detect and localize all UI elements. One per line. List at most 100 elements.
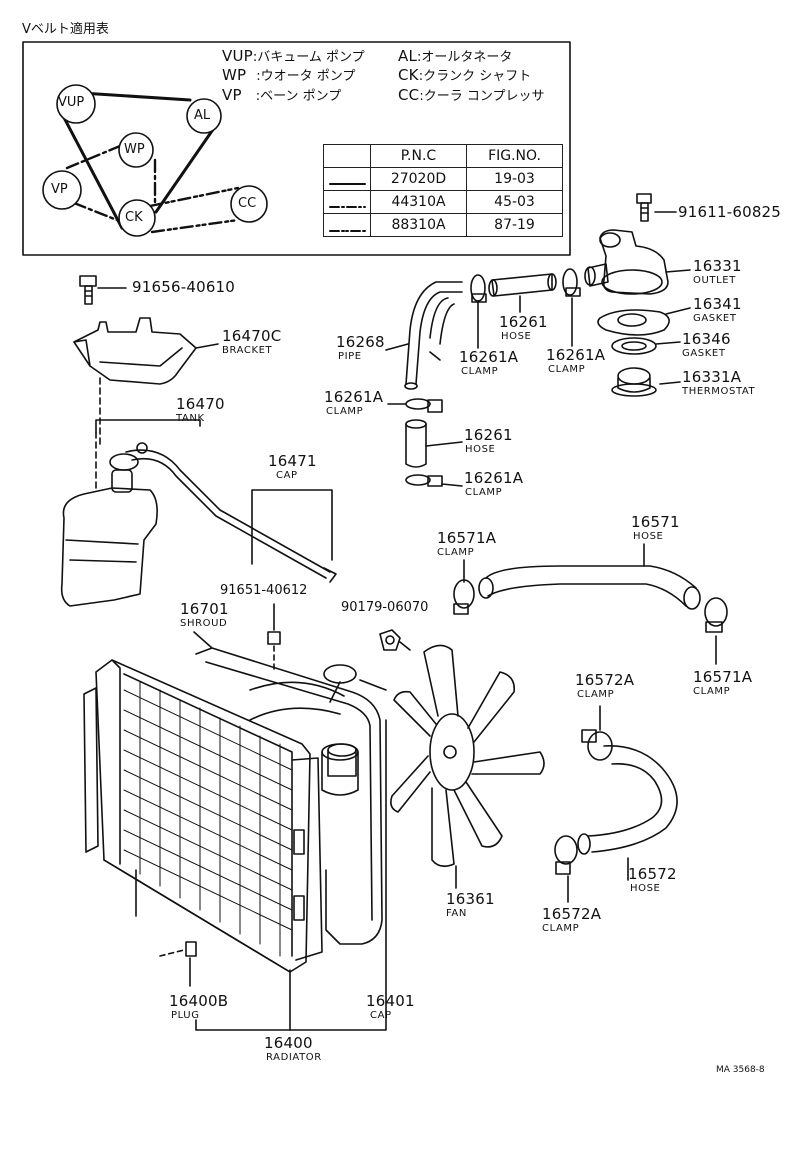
pulley-ck [118, 199, 156, 237]
pulley-label-cc: CC [238, 196, 257, 211]
hose-16572-icon [577, 745, 678, 881]
belt-box-frame [22, 41, 571, 256]
drain-plug-icon [135, 869, 197, 987]
part-number-16401: 16401 [366, 992, 415, 1010]
pulley-vp [42, 170, 82, 210]
part-name-16571A-a: CLAMP [437, 547, 475, 558]
legend-row-wp: WP:ウオータ ポンプ [222, 67, 356, 84]
legend-code: CC [398, 86, 420, 104]
legend-name: :ウオータ ポンプ [256, 69, 356, 84]
bolt-91656-icon [79, 275, 127, 305]
fan-shroud-icon [193, 631, 383, 945]
water-outlet-icon [584, 229, 691, 295]
gasket-16346-icon [611, 337, 681, 355]
part-name-16261-mid: HOSE [465, 444, 496, 455]
clamp-16261A-mid-icon [387, 398, 443, 413]
part-name-16572: HOSE [630, 883, 661, 894]
legend-code: AL [398, 47, 418, 65]
part-name-16261A-a: CLAMP [461, 366, 499, 377]
legend-code: VP [222, 86, 242, 104]
part-number-16400B: 16400B [169, 992, 229, 1010]
part-number-16571: 16571 [631, 513, 680, 531]
part-name-16400B: PLUG [171, 1010, 200, 1021]
part-number-16571A-a: 16571A [437, 529, 497, 547]
bolt-91611-icon [636, 193, 677, 222]
part-name-16470C: BRACKET [222, 345, 273, 356]
part-number-16571A-b: 16571A [693, 668, 753, 686]
part-name-16401: CAP [370, 1010, 392, 1021]
clamp-16571A-right-icon [704, 597, 728, 665]
legend-name: :バキューム ポンプ [252, 50, 365, 65]
bracket-icon [73, 317, 219, 449]
part-number-91651: 91651-40612 [220, 583, 308, 598]
bolt-91651-icon [267, 603, 281, 673]
part-number-16268: 16268 [336, 333, 385, 351]
pulley-vup [56, 84, 96, 124]
part-number-16470C: 16470C [222, 327, 282, 345]
part-number-16331A: 16331A [682, 368, 742, 386]
pulley-label-ck: CK [125, 210, 143, 225]
legend-name: :クランク シャフト [418, 69, 532, 84]
table-header-cell [323, 144, 371, 168]
legend-row-al: AL:オールタネータ [398, 47, 513, 65]
table-header-cell: P.N.C [370, 144, 467, 168]
part-number-16572A-a: 16572A [575, 671, 635, 689]
part-name-16701: SHROUD [180, 618, 228, 629]
part-number-90179: 90179-06070 [341, 600, 429, 615]
radiator-icon [83, 659, 323, 973]
fig-cell: 45-03 [466, 190, 563, 214]
hose-16571-icon [478, 543, 701, 610]
clamp-16571A-left-icon [453, 559, 475, 615]
fan-icon [390, 644, 545, 889]
pipe-16268-icon [385, 281, 463, 390]
part-name-16572A-a: CLAMP [577, 689, 615, 700]
reservoir-tank-icon [60, 419, 201, 607]
legend-row-ck: CK:クランク シャフト [398, 66, 532, 84]
part-name-16331A: THERMOSTAT [682, 386, 756, 397]
fig-cell: 19-03 [466, 167, 563, 191]
part-number-16261A-a: 16261A [459, 348, 519, 366]
line-sample-cell [323, 167, 371, 191]
cap-16471-leader [251, 489, 333, 565]
part-name-16261-top: HOSE [501, 331, 532, 342]
part-number-16261A-d: 16261A [464, 469, 524, 487]
part-number-16572: 16572 [628, 865, 677, 883]
hose-16261-top-icon [488, 273, 557, 313]
part-number-16400: 16400 [264, 1034, 313, 1052]
clamp-16261A-top-left-icon [470, 274, 487, 349]
pulley-al [186, 98, 222, 134]
part-name-16341: GASKET [693, 313, 737, 324]
legend-name: :オールタネータ [417, 50, 513, 65]
pnc-cell: 88310A [370, 213, 467, 237]
part-name-16261A-d: CLAMP [465, 487, 503, 498]
pulley-cc [230, 185, 268, 223]
belt-dashdot-line [65, 144, 157, 224]
pulley-label-vup: VUP [58, 95, 85, 110]
legend-row-vp: VP :ベーン ポンプ [222, 86, 342, 104]
legend-code: CK [398, 66, 419, 84]
hose-16261-mid-icon [405, 419, 463, 468]
part-name-16361: FAN [446, 908, 467, 919]
part-number-16341: 16341 [693, 295, 742, 313]
belt-reference-table: P.N.C FIG.NO. 27020D 19-03 44310A 45-03 … [323, 144, 563, 237]
part-name-16572A-b: CLAMP [542, 923, 580, 934]
legend-name: :ベーン ポンプ [255, 89, 342, 104]
clamp-16572A-top-icon [581, 705, 613, 761]
part-number-91611: 91611-60825 [678, 203, 782, 221]
gasket-16341-icon [597, 307, 691, 336]
drawing-code: MA 3568-8 [716, 1065, 765, 1075]
part-number-16361: 16361 [446, 890, 495, 908]
part-number-16261A-c: 16261A [324, 388, 384, 406]
table-header-cell: FIG.NO. [466, 144, 563, 168]
part-number-16701: 16701 [180, 600, 229, 618]
part-number-16471: 16471 [268, 452, 317, 470]
part-number-16261-top: 16261 [499, 313, 548, 331]
legend-row-cc: CC:クーラ コンプレッサ [398, 86, 544, 104]
belt-box-title: Vベルト適用表 [22, 22, 109, 37]
part-name-16470: TANK [176, 413, 205, 424]
part-name-16571A-b: CLAMP [693, 686, 731, 697]
nut-90179-icon [379, 629, 411, 651]
clamp-16572A-bottom-icon [554, 835, 578, 903]
table-row: 88310A 87-19 [323, 213, 563, 237]
part-name-16331: OUTLET [693, 275, 736, 286]
